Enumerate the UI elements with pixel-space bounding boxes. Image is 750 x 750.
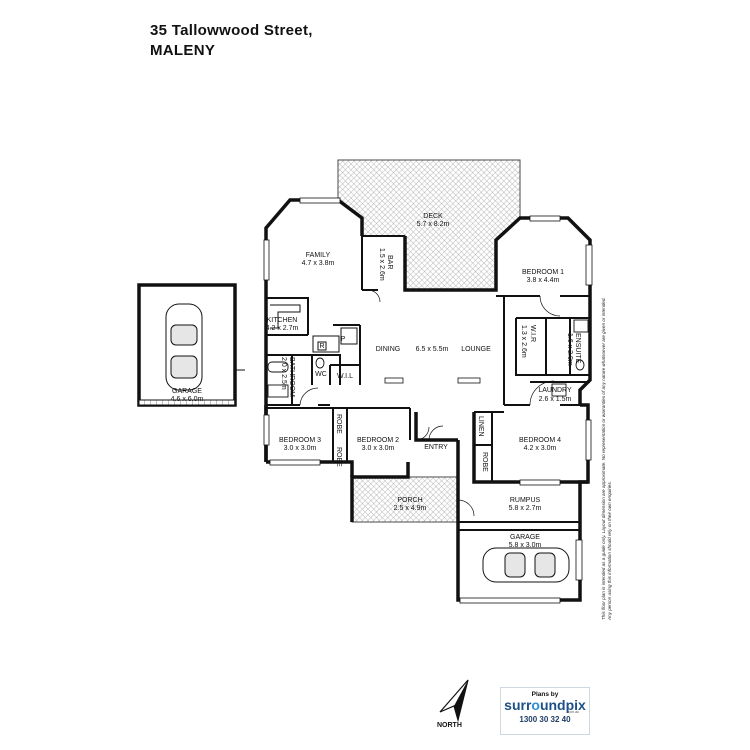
- robe-label: ROBE: [335, 414, 342, 434]
- plans-by-label: Plans by: [531, 691, 559, 698]
- wc-label: WC: [315, 371, 327, 378]
- kitchen-dim: 4.2 x 2.7m: [266, 325, 299, 332]
- laundry-label: LAUNDRY: [538, 387, 572, 394]
- garage-left: [137, 283, 245, 407]
- bedroom1-dim: 3.8 x 4.4m: [527, 277, 560, 284]
- family-label: FAMILY: [306, 252, 331, 259]
- interior-walls: [266, 235, 590, 531]
- bedroom3-dim: 3.0 x 3.0m: [284, 445, 317, 452]
- family-dim: 4.7 x 3.8m: [302, 260, 335, 267]
- deck-dim: 5.7 x 8.2m: [417, 221, 450, 228]
- kitchen-label: KITCHEN: [267, 317, 298, 324]
- robe-label: ROBE: [335, 447, 342, 467]
- wir-dim: 1.3 x 2.6m: [520, 325, 527, 358]
- room-labels: DECK 5.7 x 8.2m FAMILY 4.7 x 3.8m BAR 1.…: [171, 213, 581, 549]
- kitchen-benches: [270, 304, 358, 353]
- bathroom-dim: 2.0 x 2.5m: [280, 357, 287, 390]
- porch-label: PORCH: [397, 497, 422, 504]
- pantry-label: P: [341, 336, 346, 343]
- car-icon: [165, 303, 203, 391]
- address-line-1: 35 Tallowwood Street,: [150, 22, 313, 39]
- robe-label: ROBE: [481, 452, 488, 472]
- brand-part: undpix: [539, 697, 586, 713]
- bedroom4-label: BEDROOM 4: [519, 437, 561, 444]
- north-label: NORTH: [437, 722, 462, 729]
- bar-dim: 1.5 x 2.6m: [378, 248, 385, 281]
- garage-left-label: GARAGE: [172, 388, 202, 395]
- bedroom4-dim: 4.2 x 3.0m: [524, 445, 557, 452]
- garage-right-dim: 5.8 x 3.0m: [509, 542, 542, 549]
- lounge-label: LOUNGE: [461, 346, 491, 353]
- phone-number: 1300 30 32 40: [519, 715, 571, 724]
- door-swings: [299, 289, 561, 517]
- brand-name: surroundpix: [501, 698, 589, 712]
- deck-label: DECK: [423, 213, 443, 220]
- bathroom-label: BATHROOM: [288, 357, 295, 397]
- wir-label: W.I.R: [529, 325, 536, 342]
- windows: [263, 197, 593, 604]
- surroundpix-logo: Plans by surroundpix .com.au 1300 30 32 …: [500, 687, 590, 735]
- garage-left-dim: 4.6 x 6.0m: [171, 396, 204, 403]
- entry-label: ENTRY: [424, 444, 448, 451]
- ensuite-label: ENSUITE: [574, 333, 581, 364]
- linen-label: LINEN: [477, 416, 484, 437]
- wil-label: W.I.L: [337, 373, 353, 380]
- rumpus-label: RUMPUS: [510, 497, 541, 504]
- laundry-dim: 2.6 x 1.5m: [539, 396, 572, 403]
- bedroom3-label: BEDROOM 3: [279, 437, 321, 444]
- car-icon: [482, 547, 570, 583]
- bedroom1-label: BEDROOM 1: [522, 269, 564, 276]
- dining-label: DINING: [376, 346, 401, 353]
- garage-right-label: GARAGE: [510, 534, 540, 541]
- dining-dim: 6.5 x 5.5m: [416, 346, 449, 353]
- porch-dim: 2.5 x 4.9m: [394, 505, 427, 512]
- bar-label: BAR: [386, 255, 393, 269]
- bathroom-fixtures: [267, 319, 589, 398]
- bedroom2-dim: 3.0 x 3.0m: [362, 445, 395, 452]
- address-line-2: MALENY: [150, 42, 216, 59]
- disclaimer-text: This floor plan is intended as a guide o…: [601, 297, 612, 620]
- brand-part: surr: [504, 697, 532, 713]
- bedroom2-label: BEDROOM 2: [357, 437, 399, 444]
- north-arrow-icon: [439, 679, 469, 723]
- fridge-label: R: [319, 343, 324, 350]
- rumpus-dim: 5.8 x 2.7m: [509, 505, 542, 512]
- ensuite-dim: 1.6 x 2.0m: [566, 333, 573, 366]
- brand-o: o: [531, 697, 540, 713]
- brand-web: .com.au: [566, 710, 579, 714]
